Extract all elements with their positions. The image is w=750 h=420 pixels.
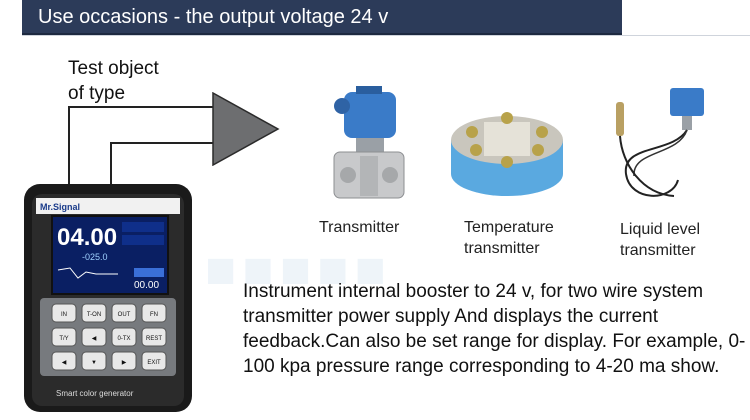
calibrator-key-label: T-ON [87,312,101,318]
temperature-transmitter-label-line1: Temperature [464,219,554,236]
calibrator-key: REST [141,327,167,347]
description-text: Instrument internal booster to 24 v, for… [243,281,746,377]
test-object-label-line1: Test object [68,58,159,79]
temperature-transmitter-label-line2: transmitter [464,240,540,257]
calibrator-key: T-ON [81,303,107,323]
test-object-label-line2: of type [68,83,126,104]
temperature-transmitter-image [451,112,563,196]
liquid-level-transmitter-label-line1: Liquid level [620,221,701,238]
liquid-level-transmitter-image [616,88,704,197]
calibrator-key-label: T/Y [59,336,68,342]
calibrator-key-label: ◀ [92,336,97,342]
device-footer: Smart color generator [56,389,134,398]
calibrator-key-label: ▶ [122,360,127,366]
screen-main-value: 04.00 [57,224,117,251]
calibrator-key-label: REST [146,336,162,342]
temperature-transmitter-label: Temperature transmitter [464,217,554,259]
header-divider [22,35,750,36]
calibrator-key: ◀ [51,351,77,371]
pressure-transmitter-image [333,86,405,199]
header-bar [22,0,622,35]
calibrator-key: OUT [111,303,137,323]
calibrator-key: 0-TX [111,327,137,347]
connector-line [110,142,112,186]
calibrator-key: ▶ [111,351,137,371]
test-object-label: Test object of type [68,56,159,106]
calibrator-key-label: ▼ [91,360,97,366]
device-brand: Mr.Signal [40,202,80,212]
screen-secondary-value: -025.0 [82,252,108,262]
transmitter-label: Transmitter [319,219,400,236]
watermark: ■■■■■ [205,241,393,299]
liquid-level-transmitter-label: Liquid level transmitter [620,219,700,261]
page-title: Use occasions - the output voltage 24 v [38,6,389,28]
arrow-right-icon [212,92,280,166]
calibrator-key-label: IN [61,312,67,318]
connector-line [68,106,70,186]
calibrator-key-label: EXIT [147,360,161,366]
connector-line [68,106,213,108]
liquid-level-transmitter-label-line2: transmitter [620,242,696,259]
calibrator-key-label: ◀ [62,360,67,366]
calibrator-key-label: FN [150,312,158,318]
calibrator-key: EXIT [141,351,167,371]
keypad: IN T-ON OUT FN T/Y ◀ 0-TX REST ◀ ▼ ▶ EXIT [51,303,167,371]
screen-tertiary-value: 00.00 [134,280,159,291]
calibrator-key: T/Y [51,327,77,347]
calibrator-key-label: OUT [118,312,131,318]
calibrator-key-label: 0-TX [117,336,130,342]
calibrator-key: FN [141,303,167,323]
connector-line [110,142,213,144]
calibrator-key: ◀ [81,327,107,347]
calibrator-key: ▼ [81,351,107,371]
calibrator-key: IN [51,303,77,323]
calibrator-device: Mr.Signal 04.00 -025.0 00.00 IN T-ON OUT FN… [24,184,192,412]
